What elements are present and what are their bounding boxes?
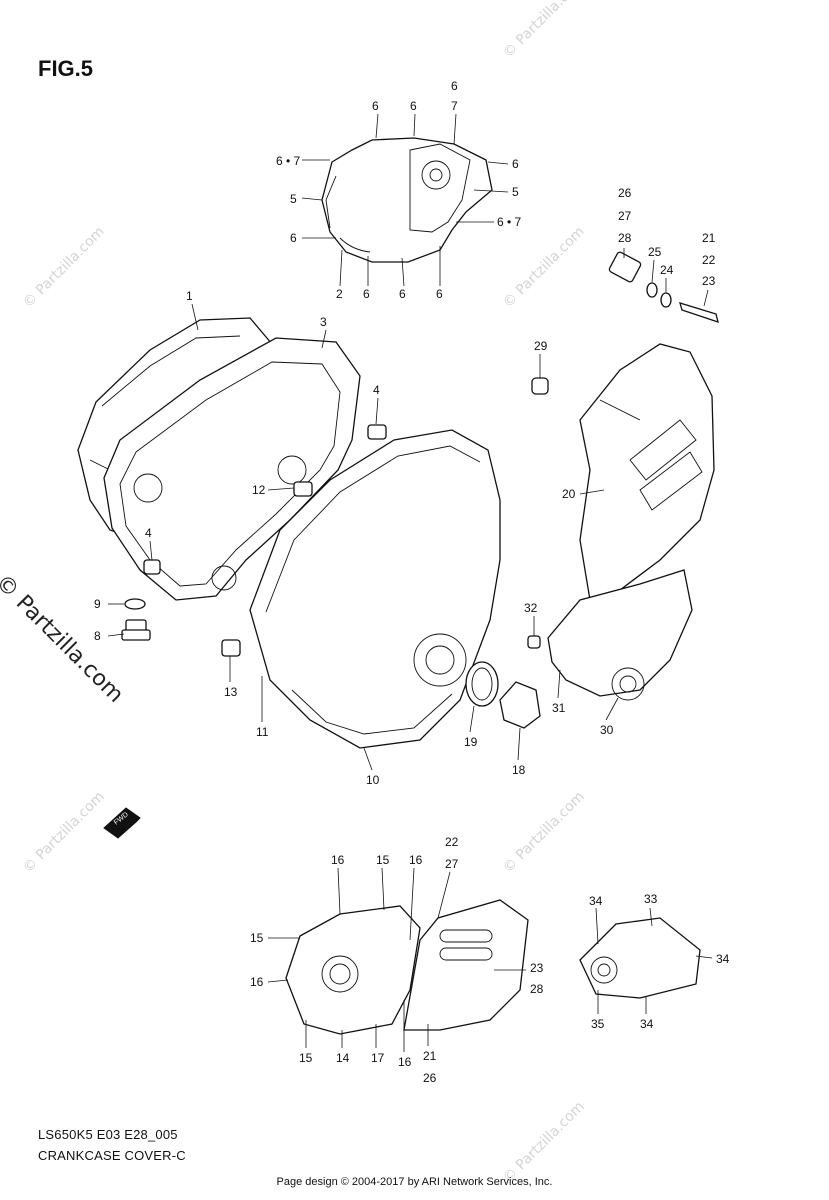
callout: 6 bbox=[451, 79, 458, 93]
callout: 16 bbox=[331, 853, 345, 867]
page-credit: Page design © 2004-2017 by ARI Network S… bbox=[276, 1176, 553, 1188]
dowel-pins bbox=[143, 424, 387, 657]
callout: 19 bbox=[464, 735, 478, 749]
callout: 2 bbox=[336, 287, 343, 301]
callout: 17 bbox=[371, 1051, 385, 1065]
callout: 5 bbox=[512, 185, 519, 199]
callout: 6 bbox=[512, 157, 519, 171]
sprocket-cover bbox=[579, 343, 715, 601]
callout: 28 bbox=[530, 982, 544, 996]
callout: 24 bbox=[660, 263, 674, 277]
callout: 13 bbox=[224, 685, 238, 699]
alt-magneto-cover bbox=[285, 899, 529, 1035]
leader-lines bbox=[107, 113, 713, 1052]
lower-right-plate bbox=[579, 917, 701, 999]
gasket-3 bbox=[103, 337, 361, 601]
callout: 3 bbox=[320, 315, 327, 329]
callout: 7 bbox=[451, 99, 458, 113]
forward-arrow-icon: FWD bbox=[103, 807, 141, 839]
callout: 34 bbox=[640, 1017, 654, 1031]
callout: 16 bbox=[398, 1055, 412, 1069]
callout: 29 bbox=[534, 339, 548, 353]
callout: 15 bbox=[250, 931, 264, 945]
callout: 6 bbox=[363, 287, 370, 301]
callout: 35 bbox=[591, 1017, 605, 1031]
callout: 22 bbox=[702, 253, 716, 267]
callout: 34 bbox=[589, 894, 603, 908]
figure-title: FIG.5 bbox=[38, 56, 94, 81]
callout: 27 bbox=[445, 857, 459, 871]
callout: 23 bbox=[530, 961, 544, 975]
callout: 31 bbox=[552, 701, 566, 715]
sprocket-bracket bbox=[547, 569, 693, 701]
callout: 21 bbox=[702, 231, 716, 245]
callout: 6 bbox=[410, 99, 417, 113]
callout: 6 bbox=[399, 287, 406, 301]
callout: 23 bbox=[702, 274, 716, 288]
callout: 30 bbox=[600, 723, 614, 737]
callout: 16 bbox=[250, 975, 264, 989]
callout: 15 bbox=[376, 853, 390, 867]
callout: 15 bbox=[299, 1051, 313, 1065]
callout-labels: 6 6 6 7 6 • 7 6 5 5 6 • 7 6 2 6 6 6 1 3 … bbox=[94, 79, 730, 1085]
callout: 4 bbox=[373, 383, 380, 397]
callout: 20 bbox=[562, 487, 576, 501]
magneto-cover bbox=[249, 429, 501, 749]
callout: 28 bbox=[618, 231, 632, 245]
callout: 4 bbox=[145, 526, 152, 540]
callout: 32 bbox=[524, 601, 538, 615]
callout: 5 bbox=[290, 192, 297, 206]
callout: 27 bbox=[618, 209, 632, 223]
callout: 11 bbox=[256, 725, 269, 739]
spacer-and-bolt bbox=[527, 251, 719, 649]
callout: 18 bbox=[512, 763, 526, 777]
callout: 26 bbox=[423, 1071, 437, 1085]
callout: 6 bbox=[290, 231, 297, 245]
callout: 14 bbox=[336, 1051, 350, 1065]
o-ring-and-plug bbox=[465, 661, 541, 729]
callout: 6 • 7 bbox=[276, 154, 301, 168]
callout: 8 bbox=[94, 629, 101, 643]
callout: 6 bbox=[436, 287, 443, 301]
washer-and-bolt bbox=[121, 598, 151, 641]
callout: 12 bbox=[252, 483, 266, 497]
callout: 6 • 7 bbox=[497, 215, 522, 229]
clutch-cover-top bbox=[321, 137, 493, 263]
callout: 9 bbox=[94, 597, 101, 611]
callout: 34 bbox=[716, 952, 730, 966]
assembly-name: CRANKCASE COVER-C bbox=[38, 1148, 186, 1163]
callout: 10 bbox=[366, 773, 380, 787]
callout: 16 bbox=[409, 853, 423, 867]
callout: 25 bbox=[648, 245, 662, 259]
callout: 6 bbox=[372, 99, 379, 113]
model-code: LS650K5 E03 E28_005 bbox=[38, 1127, 178, 1142]
callout: 26 bbox=[618, 186, 632, 200]
callout: 33 bbox=[644, 892, 658, 906]
callout: 22 bbox=[445, 835, 459, 849]
callout: 21 bbox=[423, 1049, 437, 1063]
callout: 1 bbox=[186, 289, 193, 303]
